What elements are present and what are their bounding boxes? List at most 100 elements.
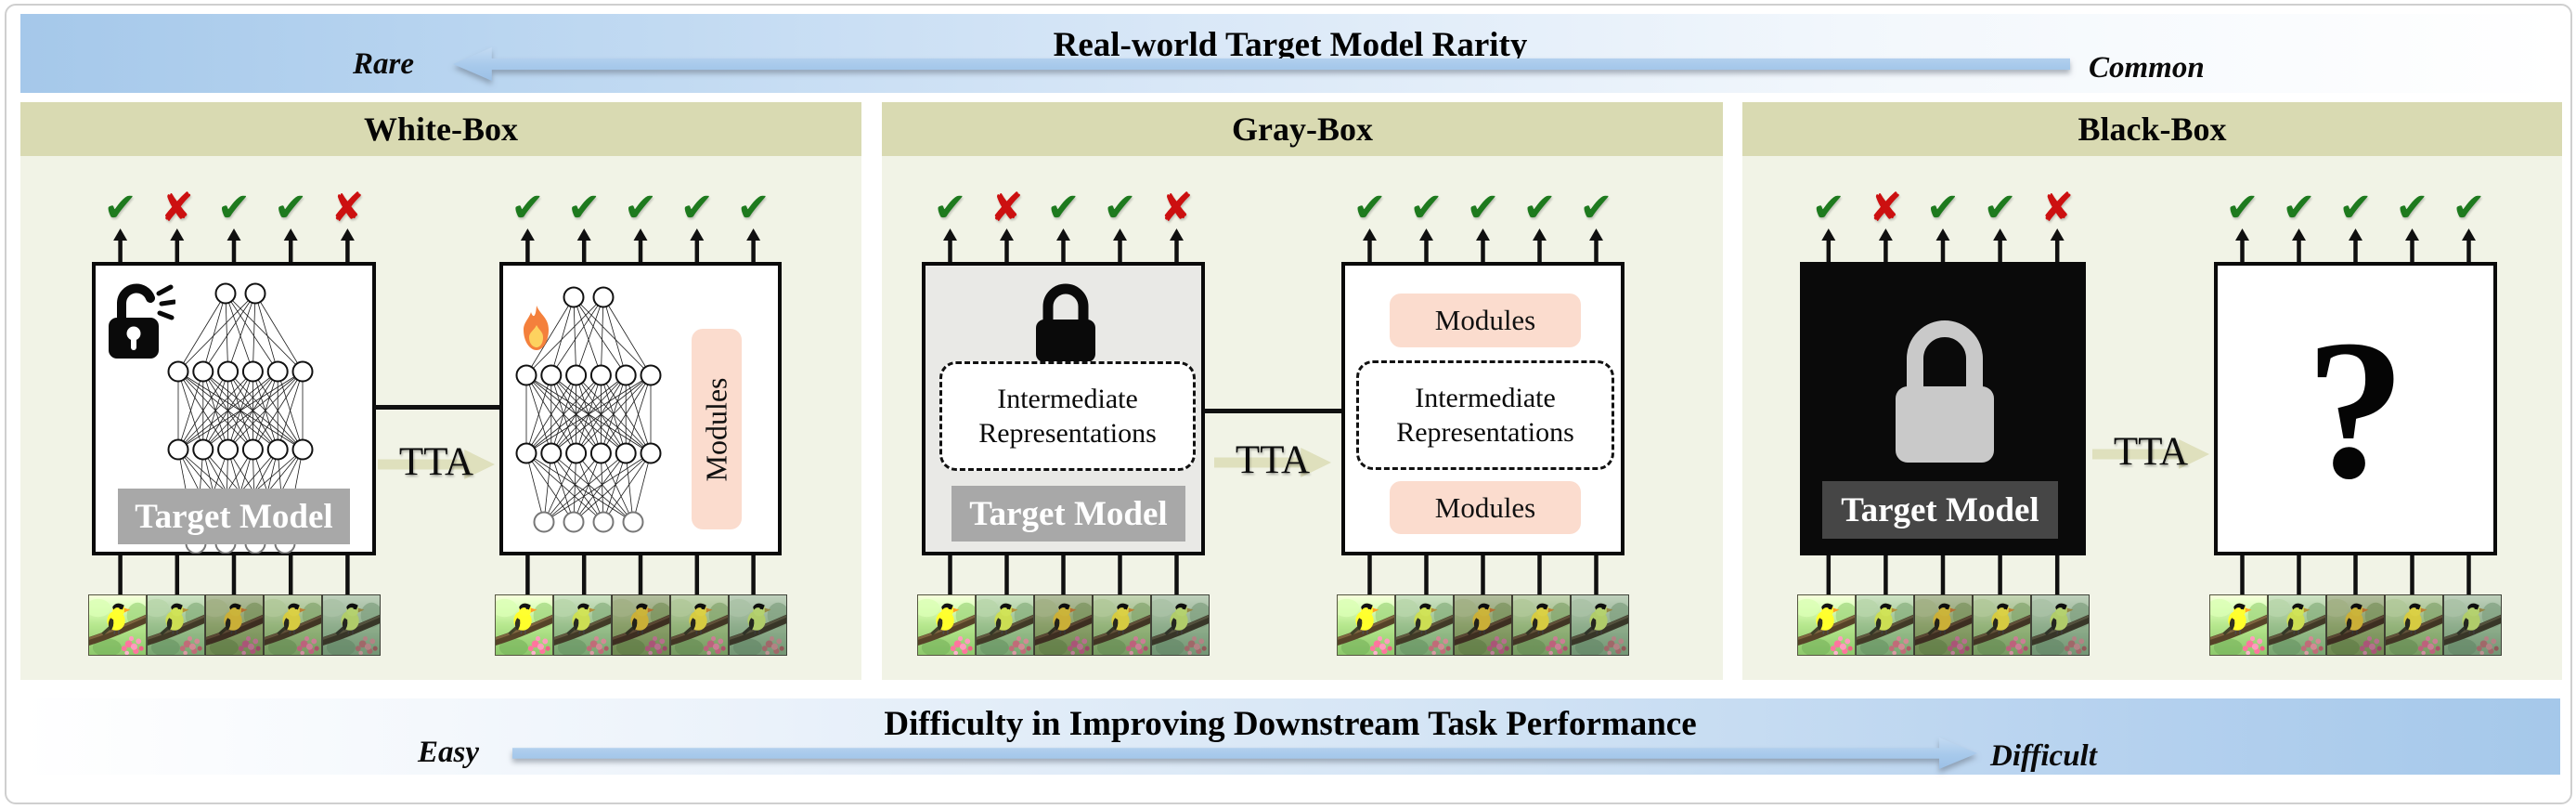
- input-lines: [922, 555, 1205, 599]
- closed-lock-icon: [1036, 283, 1095, 362]
- bird-image: [1571, 594, 1629, 656]
- output-arrows: [1800, 228, 2086, 267]
- bird-image: [917, 594, 976, 656]
- bird-image: [1973, 594, 2031, 656]
- tta-arrow: TTA: [378, 440, 495, 484]
- neural-network-graphic: [166, 279, 315, 558]
- bird-image: [1856, 594, 1914, 656]
- cross-icon: ✘: [990, 185, 1024, 231]
- bird-image: [670, 594, 729, 656]
- bird-image: [553, 594, 612, 656]
- check-icon: ✔: [623, 185, 657, 231]
- gray-box-target-model: Intermediate Representations Target Mode…: [922, 262, 1205, 555]
- tta-label: TTA: [398, 439, 474, 484]
- white-box-adapted-model: Modules: [499, 262, 782, 555]
- check-icon: ✔: [511, 185, 545, 231]
- input-lines: [1341, 555, 1625, 599]
- question-mark: ?: [2305, 298, 2406, 520]
- box-connector-line: [1203, 409, 1343, 413]
- bird-image: [205, 594, 264, 656]
- check-icon: ✔: [1409, 185, 1443, 231]
- neural-network-graphic: [514, 282, 663, 543]
- input-image-strip: [495, 594, 787, 656]
- target-model-label: Target Model: [1822, 481, 2058, 539]
- difficult-label: Difficult: [1990, 739, 2097, 773]
- cross-icon: ✘: [330, 185, 365, 231]
- output-arrows: [2214, 228, 2497, 267]
- common-label: Common: [2089, 51, 2205, 85]
- check-icon: ✔: [274, 185, 308, 231]
- bird-image: [2443, 594, 2502, 656]
- bird-image: [1914, 594, 1973, 656]
- input-image-strip: [2209, 594, 2502, 656]
- output-arrows: [922, 228, 1205, 267]
- check-icon: ✔: [103, 185, 137, 231]
- check-icon: ✔: [1983, 185, 2017, 231]
- bottom-banner-title: Difficulty in Improving Downstream Task …: [884, 705, 1697, 743]
- bird-image: [264, 594, 322, 656]
- check-icon: ✔: [2452, 185, 2486, 231]
- output-arrows: [1341, 228, 1625, 267]
- input-image-strip: [1797, 594, 2090, 656]
- bird-image: [495, 594, 553, 656]
- check-icon: ✔: [1522, 185, 1557, 231]
- bottom-banner: Difficulty in Improving Downstream Task …: [20, 698, 2560, 775]
- panel-black-box-title: Black-Box: [1742, 102, 2562, 156]
- check-icon: ✔: [2225, 185, 2259, 231]
- modules-pill: Modules: [692, 329, 742, 529]
- top-banner-title: Real-world Target Model Rarity: [1053, 26, 1528, 64]
- bird-image: [147, 594, 205, 656]
- target-model-label: Target Model: [951, 486, 1185, 542]
- modules-label: Modules: [1434, 304, 1536, 336]
- top-banner: Real-world Target Model Rarity Rare Comm…: [20, 14, 2560, 93]
- left-arrow-icon: [453, 47, 2070, 81]
- output-arrows: [92, 228, 376, 267]
- prediction-marks: ✔✔✔✔✔: [2214, 185, 2497, 231]
- cross-icon: ✘: [2040, 185, 2075, 231]
- bird-image: [976, 594, 1034, 656]
- bird-image: [612, 594, 670, 656]
- target-model-label: Target Model: [118, 489, 350, 544]
- input-lines: [1800, 555, 2086, 599]
- black-box-adapted-model: ?: [2214, 262, 2497, 555]
- bird-image: [1797, 594, 1856, 656]
- check-icon: ✔: [2395, 185, 2429, 231]
- bird-image: [2385, 594, 2443, 656]
- prediction-marks: ✔ ✔ ✔ ✔ ✔: [499, 185, 782, 231]
- bird-image: [1093, 594, 1151, 656]
- prediction-marks: ✔✘✔✔✘: [1800, 185, 2086, 231]
- figure-border: [5, 4, 2572, 804]
- bird-image: [88, 594, 147, 656]
- output-arrows: [499, 228, 782, 267]
- check-icon: ✔: [1046, 185, 1081, 231]
- easy-label: Easy: [418, 736, 479, 769]
- panel-gray-box-title: Gray-Box: [882, 102, 1723, 156]
- prediction-marks: ✔✘✔✔✘: [92, 185, 376, 231]
- bird-image: [1512, 594, 1571, 656]
- check-icon: ✔: [1466, 185, 1500, 231]
- modules-label: Modules: [1434, 490, 1536, 524]
- right-arrow-icon: [512, 737, 1977, 769]
- input-lines: [92, 555, 376, 599]
- rare-label: Rare: [353, 47, 414, 81]
- check-icon: ✔: [736, 185, 770, 231]
- check-icon: ✔: [1353, 185, 1387, 231]
- bird-image: [729, 594, 787, 656]
- gray-box-adapted-model: Modules Intermediate Representations Mod…: [1341, 262, 1625, 555]
- input-image-strip: [88, 594, 381, 656]
- check-icon: ✔: [680, 185, 714, 231]
- white-box-target-model: Target Model: [92, 262, 376, 555]
- bird-image: [2326, 594, 2385, 656]
- prediction-marks: ✔✘✔✔✘: [922, 185, 1205, 231]
- modules-label: Modules: [699, 377, 733, 481]
- open-lock-icon: [109, 283, 175, 359]
- check-icon: ✔: [567, 185, 602, 231]
- input-image-strip: [1337, 594, 1629, 656]
- input-image-strip: [917, 594, 1210, 656]
- check-icon: ✔: [1925, 185, 1960, 231]
- check-icon: ✔: [1811, 185, 1845, 231]
- intermediate-representations-box: Intermediate Representations: [1356, 360, 1614, 470]
- input-lines: [2214, 555, 2497, 599]
- prediction-marks: ✔✔✔✔✔: [1341, 185, 1625, 231]
- check-icon: ✔: [2338, 185, 2373, 231]
